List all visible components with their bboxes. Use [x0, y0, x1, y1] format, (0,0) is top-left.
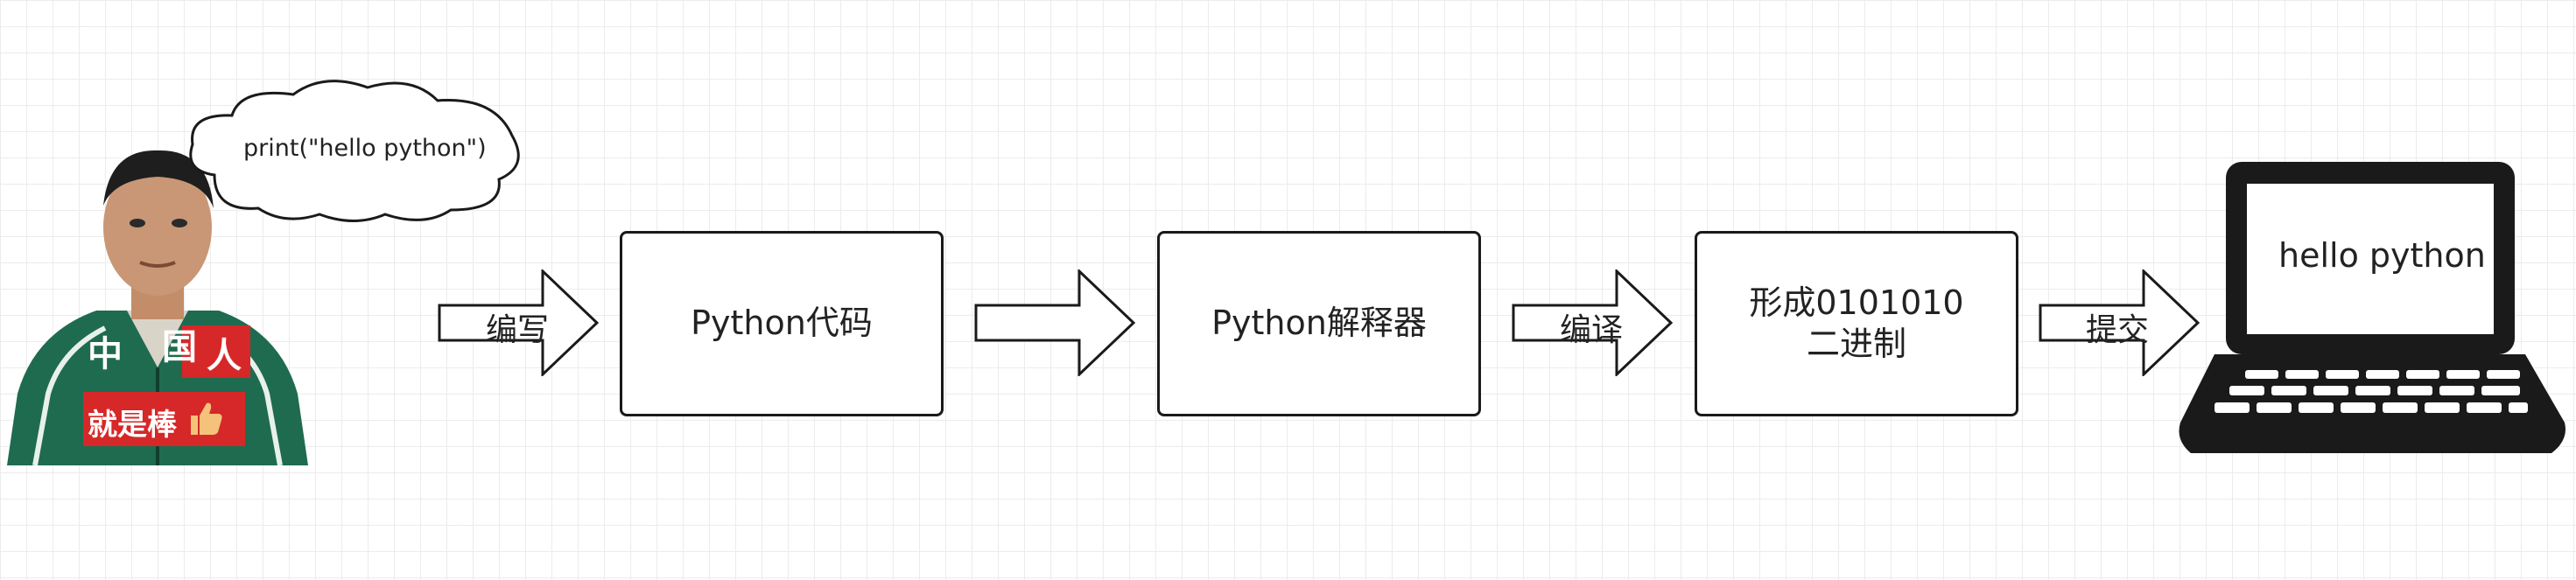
person-caption: 就是棒	[88, 408, 177, 443]
jacket-char-3: 人	[207, 336, 242, 376]
arrow-compile	[1512, 269, 1674, 376]
jacket-char-2: 国	[162, 327, 197, 367]
thought-cloud	[189, 80, 520, 222]
python-code-box: Python代码	[620, 231, 944, 416]
arrow-submit	[2039, 269, 2200, 376]
arrow-compile-label: 编译	[1560, 312, 1624, 348]
arrow-write	[438, 269, 600, 376]
python-interpreter-box: Python解释器	[1157, 231, 1481, 416]
binary-box: 形成0101010 二进制	[1695, 231, 2018, 416]
binary-label-line2: 二进制	[1806, 325, 1906, 363]
arrow-write-label: 编写	[486, 312, 550, 348]
person-illustration	[7, 150, 308, 465]
python-interpreter-label: Python解释器	[1211, 304, 1427, 343]
binary-label-line1: 形成0101010	[1749, 283, 1964, 322]
laptop-screen-text: hello python	[2278, 236, 2486, 275]
jacket-char-1: 中	[88, 334, 123, 374]
speech-bubble-text: print("hello python")	[243, 135, 487, 162]
arrow-submit-label: 提交	[2086, 312, 2150, 348]
thumbs-up-icon	[191, 402, 222, 435]
arrow-to-interpreter	[974, 269, 1136, 376]
laptop-icon	[2179, 162, 2565, 453]
python-code-label: Python代码	[691, 304, 873, 343]
